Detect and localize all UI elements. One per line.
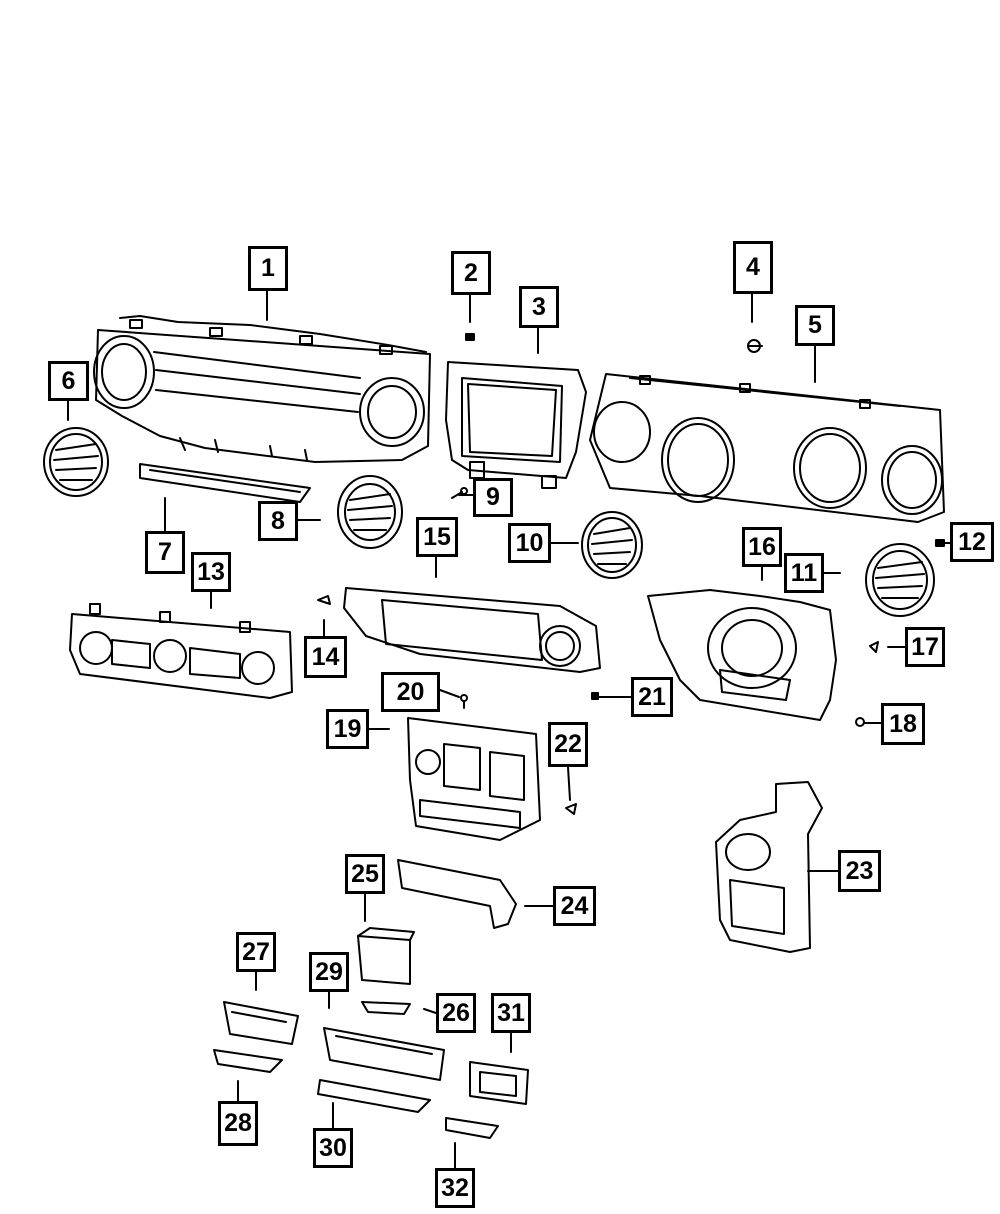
callout-9: 9 (473, 478, 513, 517)
callout-4: 4 (733, 241, 773, 294)
callout-3: 3 (519, 286, 559, 328)
callout-31: 31 (491, 993, 531, 1033)
callout-30: 30 (313, 1128, 353, 1168)
callout-5: 5 (795, 305, 835, 346)
callout-11: 11 (784, 553, 824, 593)
part-14-clip (318, 596, 330, 604)
part-18-clip (856, 718, 864, 726)
callout-2: 2 (451, 251, 491, 295)
part-26-mat (362, 1002, 410, 1014)
callout-18: 18 (881, 703, 925, 745)
callout-24: 24 (553, 886, 596, 926)
part-6-vent (44, 428, 108, 496)
part-4-screw (748, 340, 762, 352)
callout-6: 6 (48, 361, 89, 401)
callout-22: 22 (548, 722, 588, 767)
part-21-clip (592, 693, 598, 699)
part-20-screw (461, 695, 467, 708)
part-25-bin (358, 928, 414, 984)
callout-10: 10 (508, 523, 551, 563)
part-30-mat (318, 1080, 430, 1112)
callout-29: 29 (309, 952, 349, 992)
callout-20: 20 (381, 672, 440, 712)
part-11-vent (866, 544, 934, 616)
part-5-right-bezel (590, 374, 944, 522)
callout-14: 14 (304, 636, 347, 678)
part-7-trim-strip (140, 464, 310, 502)
part-8-vent (338, 476, 402, 548)
part-24-center-trim (398, 860, 516, 928)
part-32-mat (446, 1118, 498, 1138)
callout-8: 8 (258, 501, 298, 541)
part-9-screw (452, 488, 467, 498)
callout-32: 32 (435, 1168, 475, 1208)
part-22-clip (566, 804, 576, 814)
callout-26: 26 (436, 993, 476, 1033)
part-15-center-bezel (344, 588, 600, 672)
callout-28: 28 (218, 1101, 258, 1146)
callout-19: 19 (326, 709, 369, 749)
callout-25: 25 (345, 854, 385, 894)
part-1-left-bezel (94, 316, 430, 462)
leader-lines (68, 291, 950, 1168)
part-27-switch-bank (224, 1002, 298, 1044)
part-12-clip (936, 540, 944, 546)
part-31-holder (470, 1062, 528, 1104)
part-17-clip (870, 642, 878, 652)
callout-1: 1 (248, 246, 288, 291)
part-29-tray (324, 1028, 444, 1080)
part-2-clip (466, 334, 474, 340)
part-19-stack-bezel (408, 718, 540, 840)
callout-17: 17 (905, 627, 945, 667)
callout-27: 27 (236, 932, 276, 972)
callout-7: 7 (145, 531, 185, 574)
part-3-frame (446, 362, 586, 488)
part-23-side-bracket (716, 782, 822, 952)
part-16-column-cover (648, 590, 836, 720)
part-10-vent (582, 512, 642, 578)
callout-21: 21 (631, 677, 673, 717)
callout-13: 13 (191, 552, 231, 592)
callout-16: 16 (742, 527, 782, 567)
callout-12: 12 (950, 522, 994, 562)
part-28-mat (214, 1050, 282, 1072)
callout-23: 23 (838, 850, 881, 892)
callout-15: 15 (416, 517, 458, 557)
part-13-climate-control (70, 604, 292, 698)
